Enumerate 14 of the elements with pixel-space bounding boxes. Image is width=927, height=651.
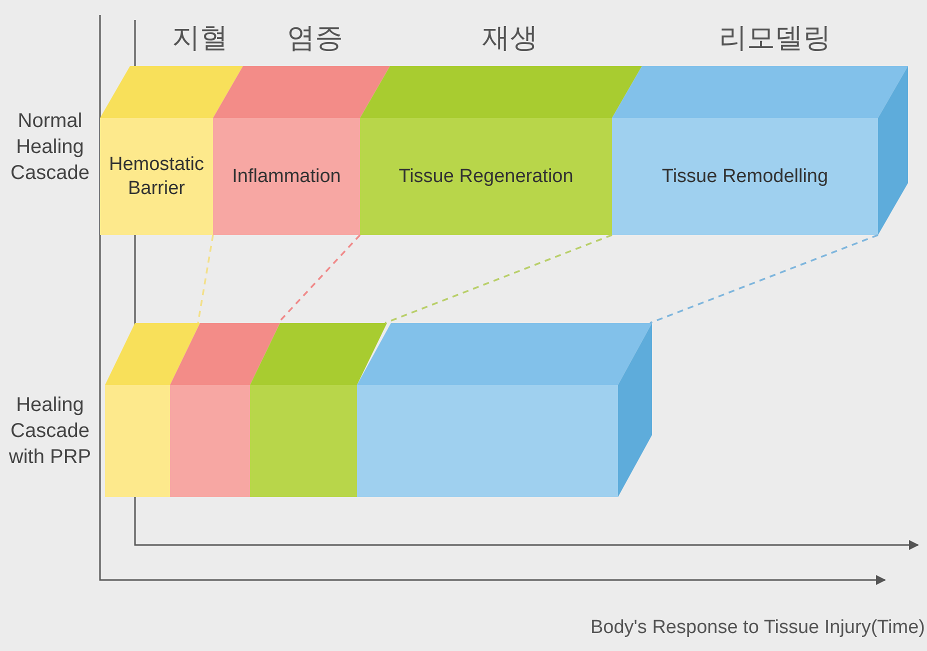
phase-label: Hemostatic Barrier — [108, 152, 206, 200]
dashed-leader-line — [650, 234, 878, 324]
phase-heading: 지혈 — [172, 22, 228, 53]
axis-label: Body's Response to Tissue Injury(Time) — [590, 617, 925, 638]
row-label: Normal Healing Cascade — [10, 110, 90, 184]
phase-label: Tissue Regeneration — [398, 164, 574, 188]
phase-heading: 염증 — [287, 22, 343, 53]
phase-label: Inflammation — [232, 164, 341, 188]
phase-label: Tissue Remodelling — [662, 164, 828, 188]
phase-heading: 리모델링 — [719, 22, 831, 53]
row-label: Healing Cascade with PRP — [8, 394, 92, 468]
phase-heading: 재생 — [482, 22, 538, 53]
dashed-leader-line — [384, 234, 612, 324]
dashed-leader-line — [197, 234, 214, 324]
